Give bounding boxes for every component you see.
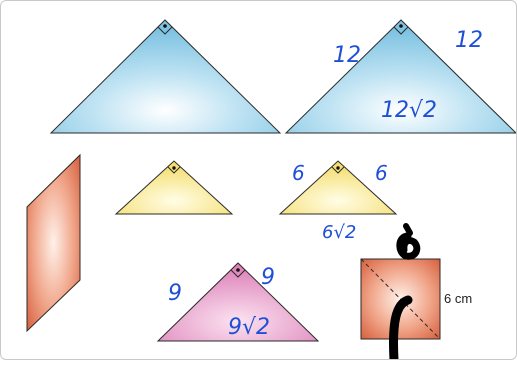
right-angle-dot	[172, 166, 176, 170]
right-angle-marker	[167, 166, 181, 174]
right-angle-dot	[236, 268, 240, 272]
right-angle-dot	[163, 24, 167, 28]
annotation-medium-hypotenuse: 9√2	[228, 315, 270, 340]
large-right-triangle-left	[49, 19, 282, 134]
large-right-triangle-right	[284, 19, 517, 134]
right-angle-dot	[399, 24, 403, 28]
annotation-small-hypotenuse: 6√2	[322, 222, 356, 243]
small-right-triangle-left	[114, 160, 234, 215]
right-angle-marker	[331, 166, 345, 174]
annotation-small-leg-left: 6	[292, 161, 305, 185]
annotation-small-leg-right: 6	[375, 161, 388, 185]
right-angle-marker	[393, 26, 409, 35]
annotation-medium-leg-left: 9	[168, 281, 182, 306]
square-piece	[360, 258, 441, 340]
annotation-big-hypotenuse: 12√2	[381, 98, 437, 123]
right-angle-dot	[336, 166, 340, 170]
small-right-triangle-right	[278, 160, 398, 215]
annotation-medium-leg-right: 9	[261, 265, 275, 290]
right-angle-marker	[230, 269, 246, 278]
parallelogram-piece	[26, 153, 81, 333]
right-angle-marker	[157, 26, 173, 35]
annotation-big-leg-right: 12	[455, 28, 483, 53]
handwritten-black-marks	[389, 223, 421, 365]
annotation-big-leg-left: 12	[333, 43, 361, 68]
square-diagonal	[360, 258, 441, 340]
square-side-label: 6 cm	[444, 291, 472, 306]
medium-right-triangle	[156, 262, 320, 342]
